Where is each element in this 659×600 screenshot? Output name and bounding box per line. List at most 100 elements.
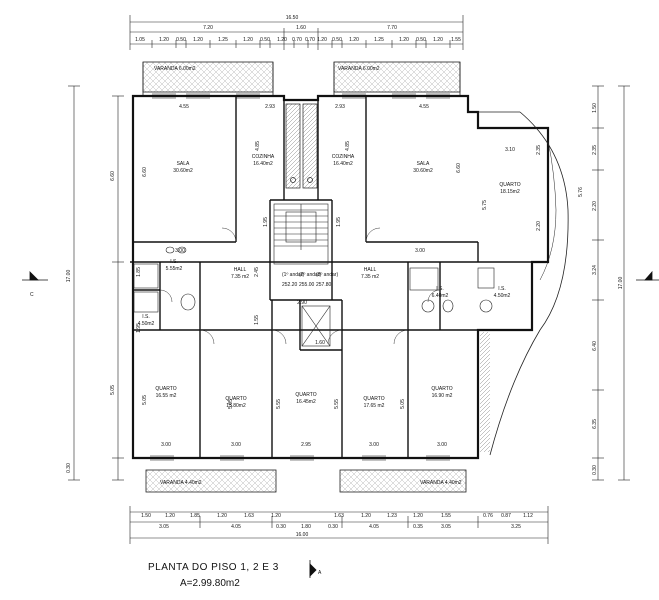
section-marker-left bbox=[22, 271, 48, 281]
right-dim: 2.35 bbox=[592, 145, 598, 155]
bottom-dim-b: 4.05 bbox=[369, 524, 379, 530]
top-dimension-lines bbox=[129, 15, 464, 50]
stair-label: (3º andar) bbox=[316, 272, 338, 278]
bottom-dim-a-row: 1.50 1.20 1.85 1.20 1.63 1.20 1.63 1.20 … bbox=[141, 513, 533, 519]
room-area-quarto-ne: 18.15m2 bbox=[500, 189, 520, 195]
overall-width-top: 16.50 bbox=[286, 15, 299, 21]
room-area-sala-right: 30.60m2 bbox=[413, 168, 433, 174]
bottom-dim-a: 1.23 bbox=[387, 513, 397, 519]
interior-dim: 2.35 bbox=[536, 145, 542, 155]
interior-dim: 3.00 bbox=[175, 248, 185, 254]
interior-walls bbox=[130, 96, 548, 458]
interior-dim: 4.55 bbox=[419, 104, 429, 110]
bottom-dim-a: 1.55 bbox=[441, 513, 451, 519]
bottom-dim-a: 1.63 bbox=[244, 513, 254, 519]
interior-dim: 3.00 bbox=[161, 442, 171, 448]
interior-dim: 5.05 bbox=[228, 399, 234, 409]
room-area-quarto-2: 15.80m2 bbox=[226, 403, 246, 409]
top-dim-b: 1.20 bbox=[349, 37, 359, 43]
interior-dim: 6.60 bbox=[456, 163, 462, 173]
interior-dim: 3.00 bbox=[437, 442, 447, 448]
right-dim: 6.40 bbox=[592, 341, 598, 351]
interior-dim: 1.85 bbox=[136, 267, 142, 277]
right-dim: 2.20 bbox=[592, 201, 598, 211]
staircase bbox=[273, 203, 331, 347]
interior-dim: 2.90 bbox=[297, 300, 307, 306]
door-swings bbox=[159, 227, 441, 345]
bottom-dim-b: 0.30 bbox=[328, 524, 338, 530]
interior-dim: 2.20 bbox=[536, 221, 542, 231]
left-dim: 6.60 bbox=[110, 171, 116, 181]
interior-dim: 1.95 bbox=[136, 323, 142, 333]
bottom-dimension-lines bbox=[129, 506, 549, 544]
stair-label: (2º andar) bbox=[299, 272, 321, 278]
room-area-is-4: 4.50m2 bbox=[138, 321, 155, 327]
right-curved-balcony bbox=[478, 111, 569, 456]
room-area-is-1: 5.55m2 bbox=[166, 266, 183, 272]
balcony-label: VARANDA 4.40m2 bbox=[420, 480, 462, 486]
interior-dim: 5.05 bbox=[142, 395, 148, 405]
room-name-quarto-4: QUARTO bbox=[363, 396, 384, 402]
bottom-dim-a: 0.76 bbox=[483, 513, 493, 519]
stair-level-labels: (1º andar) (2º andar) (3º andar) 252.20 … bbox=[282, 272, 338, 288]
room-area-quarto-3: 16.45m2 bbox=[296, 399, 316, 405]
room-name-hall-left: HALL bbox=[234, 267, 247, 273]
room-name-quarto-ne: QUARTO bbox=[499, 182, 520, 188]
bottom-dim-a: 1.20 bbox=[413, 513, 423, 519]
bottom-dim-a: 1.20 bbox=[217, 513, 227, 519]
interior-dim: 2.95 bbox=[301, 442, 311, 448]
bottom-dim-a: 1.50 bbox=[141, 513, 151, 519]
left-dimension-lines bbox=[68, 85, 124, 481]
top-balconies bbox=[142, 61, 461, 96]
top-dim-b: 1.25 bbox=[218, 37, 228, 43]
room-area-hall-right: 7.35 m2 bbox=[361, 274, 379, 280]
interior-dim: 1.95 bbox=[336, 217, 342, 227]
interior-dim: 4.55 bbox=[179, 104, 189, 110]
right-dim: 1.50 bbox=[592, 103, 598, 113]
bottom-dim-b: 0.35 bbox=[413, 524, 423, 530]
bottom-balconies bbox=[145, 469, 467, 493]
interior-dim: 1.60 bbox=[315, 340, 325, 346]
kitchen-counters bbox=[285, 103, 318, 189]
top-dim-b: 0.70 bbox=[305, 37, 315, 43]
top-dim-b: 1.25 bbox=[374, 37, 384, 43]
interior-dim: 3.00 bbox=[231, 442, 241, 448]
interior-dim: 1.95 bbox=[263, 217, 269, 227]
right-dim: 6.35 bbox=[592, 419, 598, 429]
balcony-label: VARANDA 6.00m2 bbox=[338, 66, 380, 72]
bottom-dim-b: 4.05 bbox=[231, 524, 241, 530]
plan-title: PLANTA DO PISO 1, 2 E 3 bbox=[148, 562, 279, 573]
top-dim-b: 1.05 bbox=[135, 37, 145, 43]
bottom-dim-b: 1.80 bbox=[301, 524, 311, 530]
interior-dim: 2.93 bbox=[265, 104, 275, 110]
right-dim: 3.24 bbox=[592, 265, 598, 275]
room-name-quarto-5: QUARTO bbox=[431, 386, 452, 392]
interior-dim: 6.60 bbox=[142, 167, 148, 177]
room-area-cozinha-right: 16.40m2 bbox=[333, 161, 353, 167]
overall-height-right: 17.00 bbox=[618, 277, 624, 290]
interior-dimensions: 4.55 2.93 2.93 4.55 3.10 3.00 3.00 2.90 … bbox=[136, 104, 584, 448]
left-dim: 5.05 bbox=[110, 385, 116, 395]
interior-dim: 5.05 bbox=[400, 399, 406, 409]
top-dim-b: 1.20 bbox=[277, 37, 287, 43]
room-name-cozinha-left: COZINHA bbox=[252, 154, 275, 160]
stair-level: 257.80 bbox=[316, 282, 332, 288]
bottom-dim-a: 0.87 bbox=[501, 513, 511, 519]
interior-dim: 5.55 bbox=[334, 399, 340, 409]
bottom-dim-a: 1.85 bbox=[190, 513, 200, 519]
interior-dim: 4.85 bbox=[255, 141, 261, 151]
top-dim-b: 1.20 bbox=[433, 37, 443, 43]
room-name-quarto-2: QUARTO bbox=[225, 396, 246, 402]
top-dim-b: 1.20 bbox=[243, 37, 253, 43]
section-marker-right bbox=[636, 270, 659, 281]
top-dim-a-1: 1.60 bbox=[296, 25, 306, 31]
bottom-dim-a: 1.12 bbox=[523, 513, 533, 519]
top-dim-b: 0.50 bbox=[176, 37, 186, 43]
bottom-dim-b: 3.25 bbox=[511, 524, 521, 530]
left-dim: 0.30 bbox=[66, 463, 72, 473]
top-dim-b: 0.50 bbox=[332, 37, 342, 43]
bathroom-fixtures bbox=[133, 246, 495, 313]
room-name-quarto-3: QUARTO bbox=[295, 392, 316, 398]
bottom-dim-b-row: 3.05 4.05 0.30 1.80 0.30 4.05 0.35 3.05 … bbox=[159, 524, 521, 530]
balcony-label: VARANDA 4.40m2 bbox=[160, 480, 202, 486]
